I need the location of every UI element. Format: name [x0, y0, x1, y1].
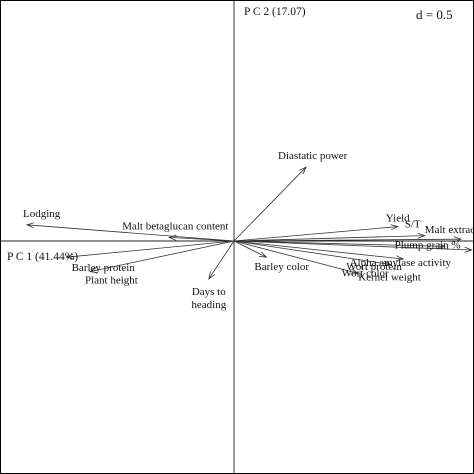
arrowhead-barley-color [258, 251, 268, 258]
vector-label-barley-color: Barley color [254, 261, 309, 273]
vectors-group [25, 166, 473, 280]
arrowhead-wort-protein [395, 255, 405, 262]
vector-barley-color [233, 240, 267, 258]
arrowhead-plant-height [88, 267, 98, 274]
vector-wort-color [233, 240, 391, 265]
vector-malt-betaglucan-content [169, 237, 235, 242]
vector-label-plant-height: Plant height [85, 275, 138, 287]
labels-group: P C 1 (41.44%) P C 2 (17.07) d = 0.5Diasta… [7, 6, 473, 311]
arrowhead-alpha-amylase-activity [464, 246, 473, 253]
vector-days-to-heading [208, 240, 235, 280]
vector-alpha-amylase-activity [233, 240, 472, 251]
vector-plump-grain [233, 240, 445, 247]
arrowhead-lodging [25, 222, 35, 229]
arrowhead-wort-color [383, 260, 392, 267]
vector-diastatic-power [233, 166, 307, 242]
vector-label-lodging: Lodging [23, 208, 61, 220]
vector-label-plump-grain: Plump grain % [395, 239, 461, 251]
arrowhead-kernel-weight [350, 268, 360, 275]
arrowhead-plump-grain [437, 243, 446, 250]
vector-kernel-weight [233, 240, 359, 274]
vector-barley-protein [66, 240, 235, 258]
arrowhead-malt-betaglucan-content [168, 234, 177, 241]
vector-label-malt-betaglucan-content: Malt betaglucan content [122, 220, 228, 232]
vector-lodging [26, 224, 235, 242]
vector-yield [233, 226, 398, 242]
vector-label-yield: Yield [386, 213, 410, 225]
arrowhead-yield [390, 224, 399, 231]
vector-label-kernel-weight: Kernel weight [358, 271, 421, 283]
arrowhead-barley-protein [65, 253, 74, 260]
scale-note: d = 0.5 [416, 7, 453, 22]
arrowhead-diastatic-power [299, 166, 307, 175]
vector-label-malt-extract: Malt extract [425, 224, 473, 236]
vector-wort-protein [233, 240, 404, 260]
arrowhead-days-to-heading [208, 271, 216, 280]
vector-plant-height [89, 240, 235, 272]
arrowhead-s-t [417, 232, 426, 239]
vector-label-barley-protein: Barley protein [72, 262, 136, 274]
vector-label-s-t: S/T [405, 219, 421, 231]
pc2-axis-label: P C 2 (17.07) [244, 6, 306, 18]
vector-s-t [233, 235, 425, 242]
pc1-axis-label: P C 1 (41.44%) [7, 251, 78, 263]
vector-label-wort-color: Wort color [342, 267, 389, 279]
vector-label-wort-protein: Wort protein [346, 261, 402, 273]
vector-malt-extract [233, 238, 461, 242]
vector-label-alpha-amylase-activity: Alpha amylase activity [350, 257, 452, 269]
vector-label-diastatic-power: Diastatic power [278, 150, 348, 162]
arrowhead-malt-extract [453, 236, 462, 243]
